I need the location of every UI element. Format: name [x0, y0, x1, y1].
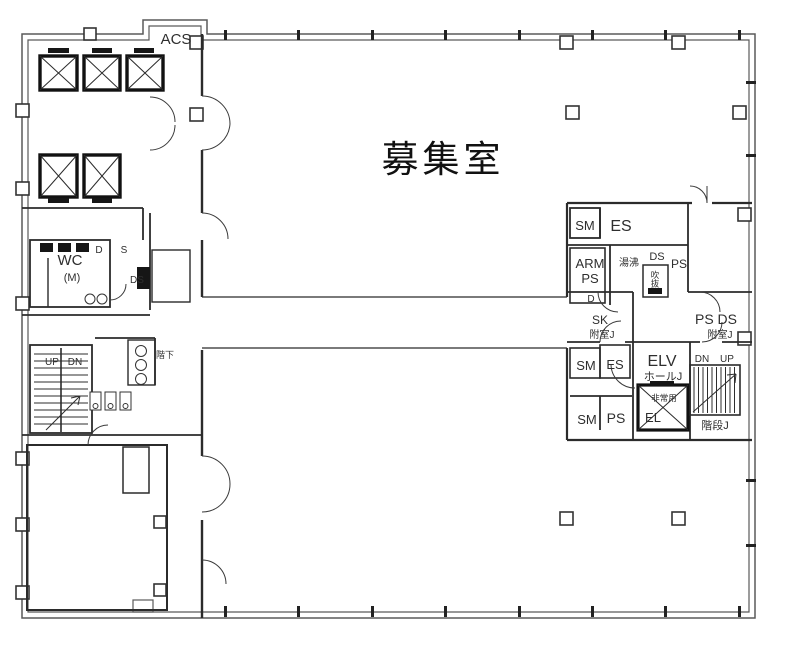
outer-walls: [21, 19, 756, 619]
label-ds-top: DS: [649, 251, 664, 263]
label-kitchenette: 湯沸: [619, 256, 639, 269]
sink-basin: [96, 293, 108, 305]
label-ps-left: PS: [581, 271, 599, 286]
label-es-mid: ES: [606, 357, 624, 372]
label-elv-hall: ホールJ: [644, 370, 683, 383]
label-ps-bottom: PS: [607, 410, 626, 426]
label-elv: ELV: [647, 353, 676, 370]
label-stair-name: 階段J: [701, 418, 729, 432]
label-d-left: D: [95, 245, 102, 256]
label-s-left: S: [121, 245, 128, 256]
label-sm-top: SM: [575, 218, 595, 233]
label-es-top: ES: [610, 218, 631, 235]
wash-area: [127, 339, 156, 386]
columns: [15, 27, 752, 600]
small-room: [122, 446, 150, 494]
bottom-left-room: [26, 444, 168, 611]
label-wc: WC: [58, 252, 83, 269]
label-emergency: 非常用: [651, 393, 677, 403]
label-void-shaft: 吹抜: [651, 270, 660, 289]
elevator-shafts-upper: [38, 48, 165, 92]
label-ps-ds: PS DS: [695, 311, 737, 327]
label-ds-left: DS: [130, 275, 144, 286]
stairs-right: [689, 364, 741, 416]
label-ps-mid: PS: [671, 257, 687, 271]
label-acs: ACS: [161, 31, 192, 48]
emergency-elevator-shaft: [636, 381, 690, 432]
arm-ps-closet: [569, 247, 606, 304]
label-below-floor: 階下: [156, 350, 174, 360]
urinal-stalls: [89, 391, 132, 411]
duct-shaft: [137, 267, 150, 289]
label-sm-bottom: SM: [577, 412, 597, 427]
label-sk: SK: [592, 313, 608, 327]
label-d-right: D: [587, 294, 594, 305]
door-swings: [87, 95, 723, 585]
corridor-lines: [202, 296, 567, 349]
label-dn-right: DN: [695, 354, 709, 365]
label-up-right: UP: [720, 354, 734, 365]
left-core: [22, 34, 204, 618]
label-main-room: 募集室: [382, 139, 505, 180]
service-closet: [151, 249, 191, 303]
toilet-room: [29, 239, 111, 308]
wall-ticks: [224, 30, 756, 617]
sink-basin: [84, 293, 96, 305]
elevator-shafts-lower: [38, 153, 122, 203]
void-shaft-box: [642, 264, 669, 298]
stairs-left: [29, 344, 93, 434]
labels: ACS 募集室 WC (M) D S DS UP DN 階下 SM ES ARM…: [45, 31, 737, 432]
label-up-left: UP: [45, 357, 59, 368]
label-vestibule-right: 附室J: [708, 328, 733, 341]
label-dn-left: DN: [68, 357, 82, 368]
sm-room-top: [569, 207, 601, 239]
label-wc-gender: (M): [64, 272, 81, 284]
bottom-wall-step: [132, 599, 154, 613]
label-arm: ARM: [576, 256, 605, 271]
label-sm-mid: SM: [576, 358, 596, 373]
label-vestibule-left: 附室J: [590, 328, 615, 341]
kitchenette-fixture: [648, 288, 662, 294]
label-el: EL: [645, 410, 661, 425]
